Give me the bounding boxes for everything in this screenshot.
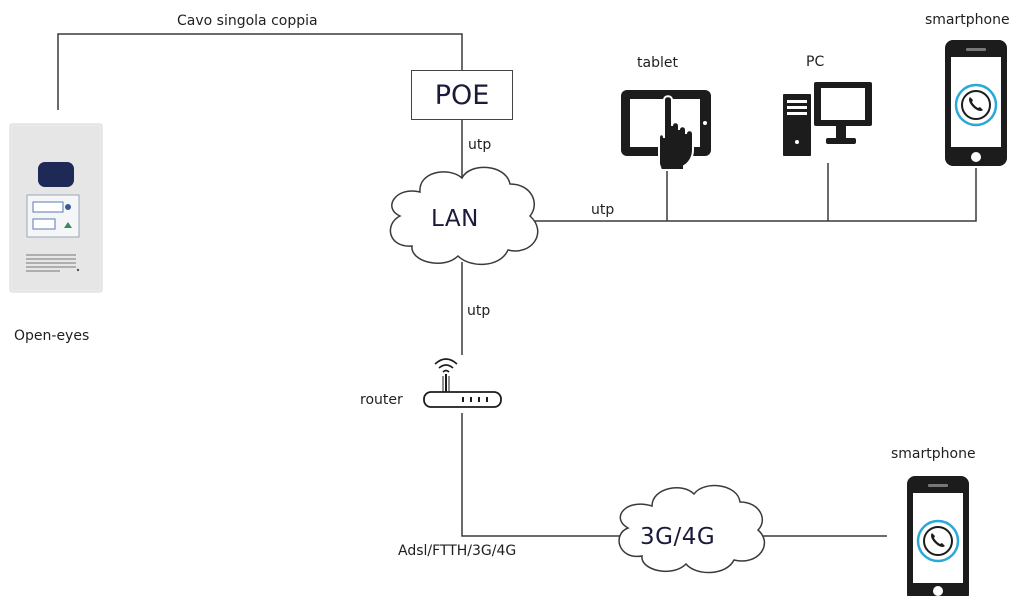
utp-label-top: utp [468, 137, 492, 153]
tablet-label: tablet [637, 55, 678, 71]
cable-label: Cavo singola coppia [177, 13, 318, 29]
tablet-touch-icon [621, 90, 711, 171]
utp-label-right: utp [591, 202, 615, 218]
wifi-router-icon [423, 358, 502, 408]
router-wan-line [461, 413, 622, 537]
utp-label-bottom: utp [467, 303, 491, 319]
smartphone-label-top: smartphone [925, 12, 1010, 28]
smartphone-call-icon-top [945, 40, 1007, 166]
smartphone-label-bottom: smartphone [891, 446, 976, 462]
mobile-network-label: 3G/4G [640, 524, 716, 550]
pc-label: PC [806, 54, 825, 70]
desktop-pc-icon [783, 82, 872, 156]
mobile-network-cloud-icon [618, 484, 765, 574]
router-label: router [360, 392, 403, 408]
wan-link-label: Adsl/FTTH/3G/4G [398, 543, 517, 559]
lan-cloud-icon [389, 166, 539, 266]
lan-label: LAN [431, 206, 479, 232]
open-eyes-label: Open-eyes [14, 328, 90, 344]
poe-box: POE [411, 70, 513, 120]
door-station-icon [9, 123, 103, 293]
lan-devices-bus [532, 168, 977, 222]
smartphone-call-icon-bottom [907, 476, 969, 596]
cable-line [57, 33, 463, 110]
